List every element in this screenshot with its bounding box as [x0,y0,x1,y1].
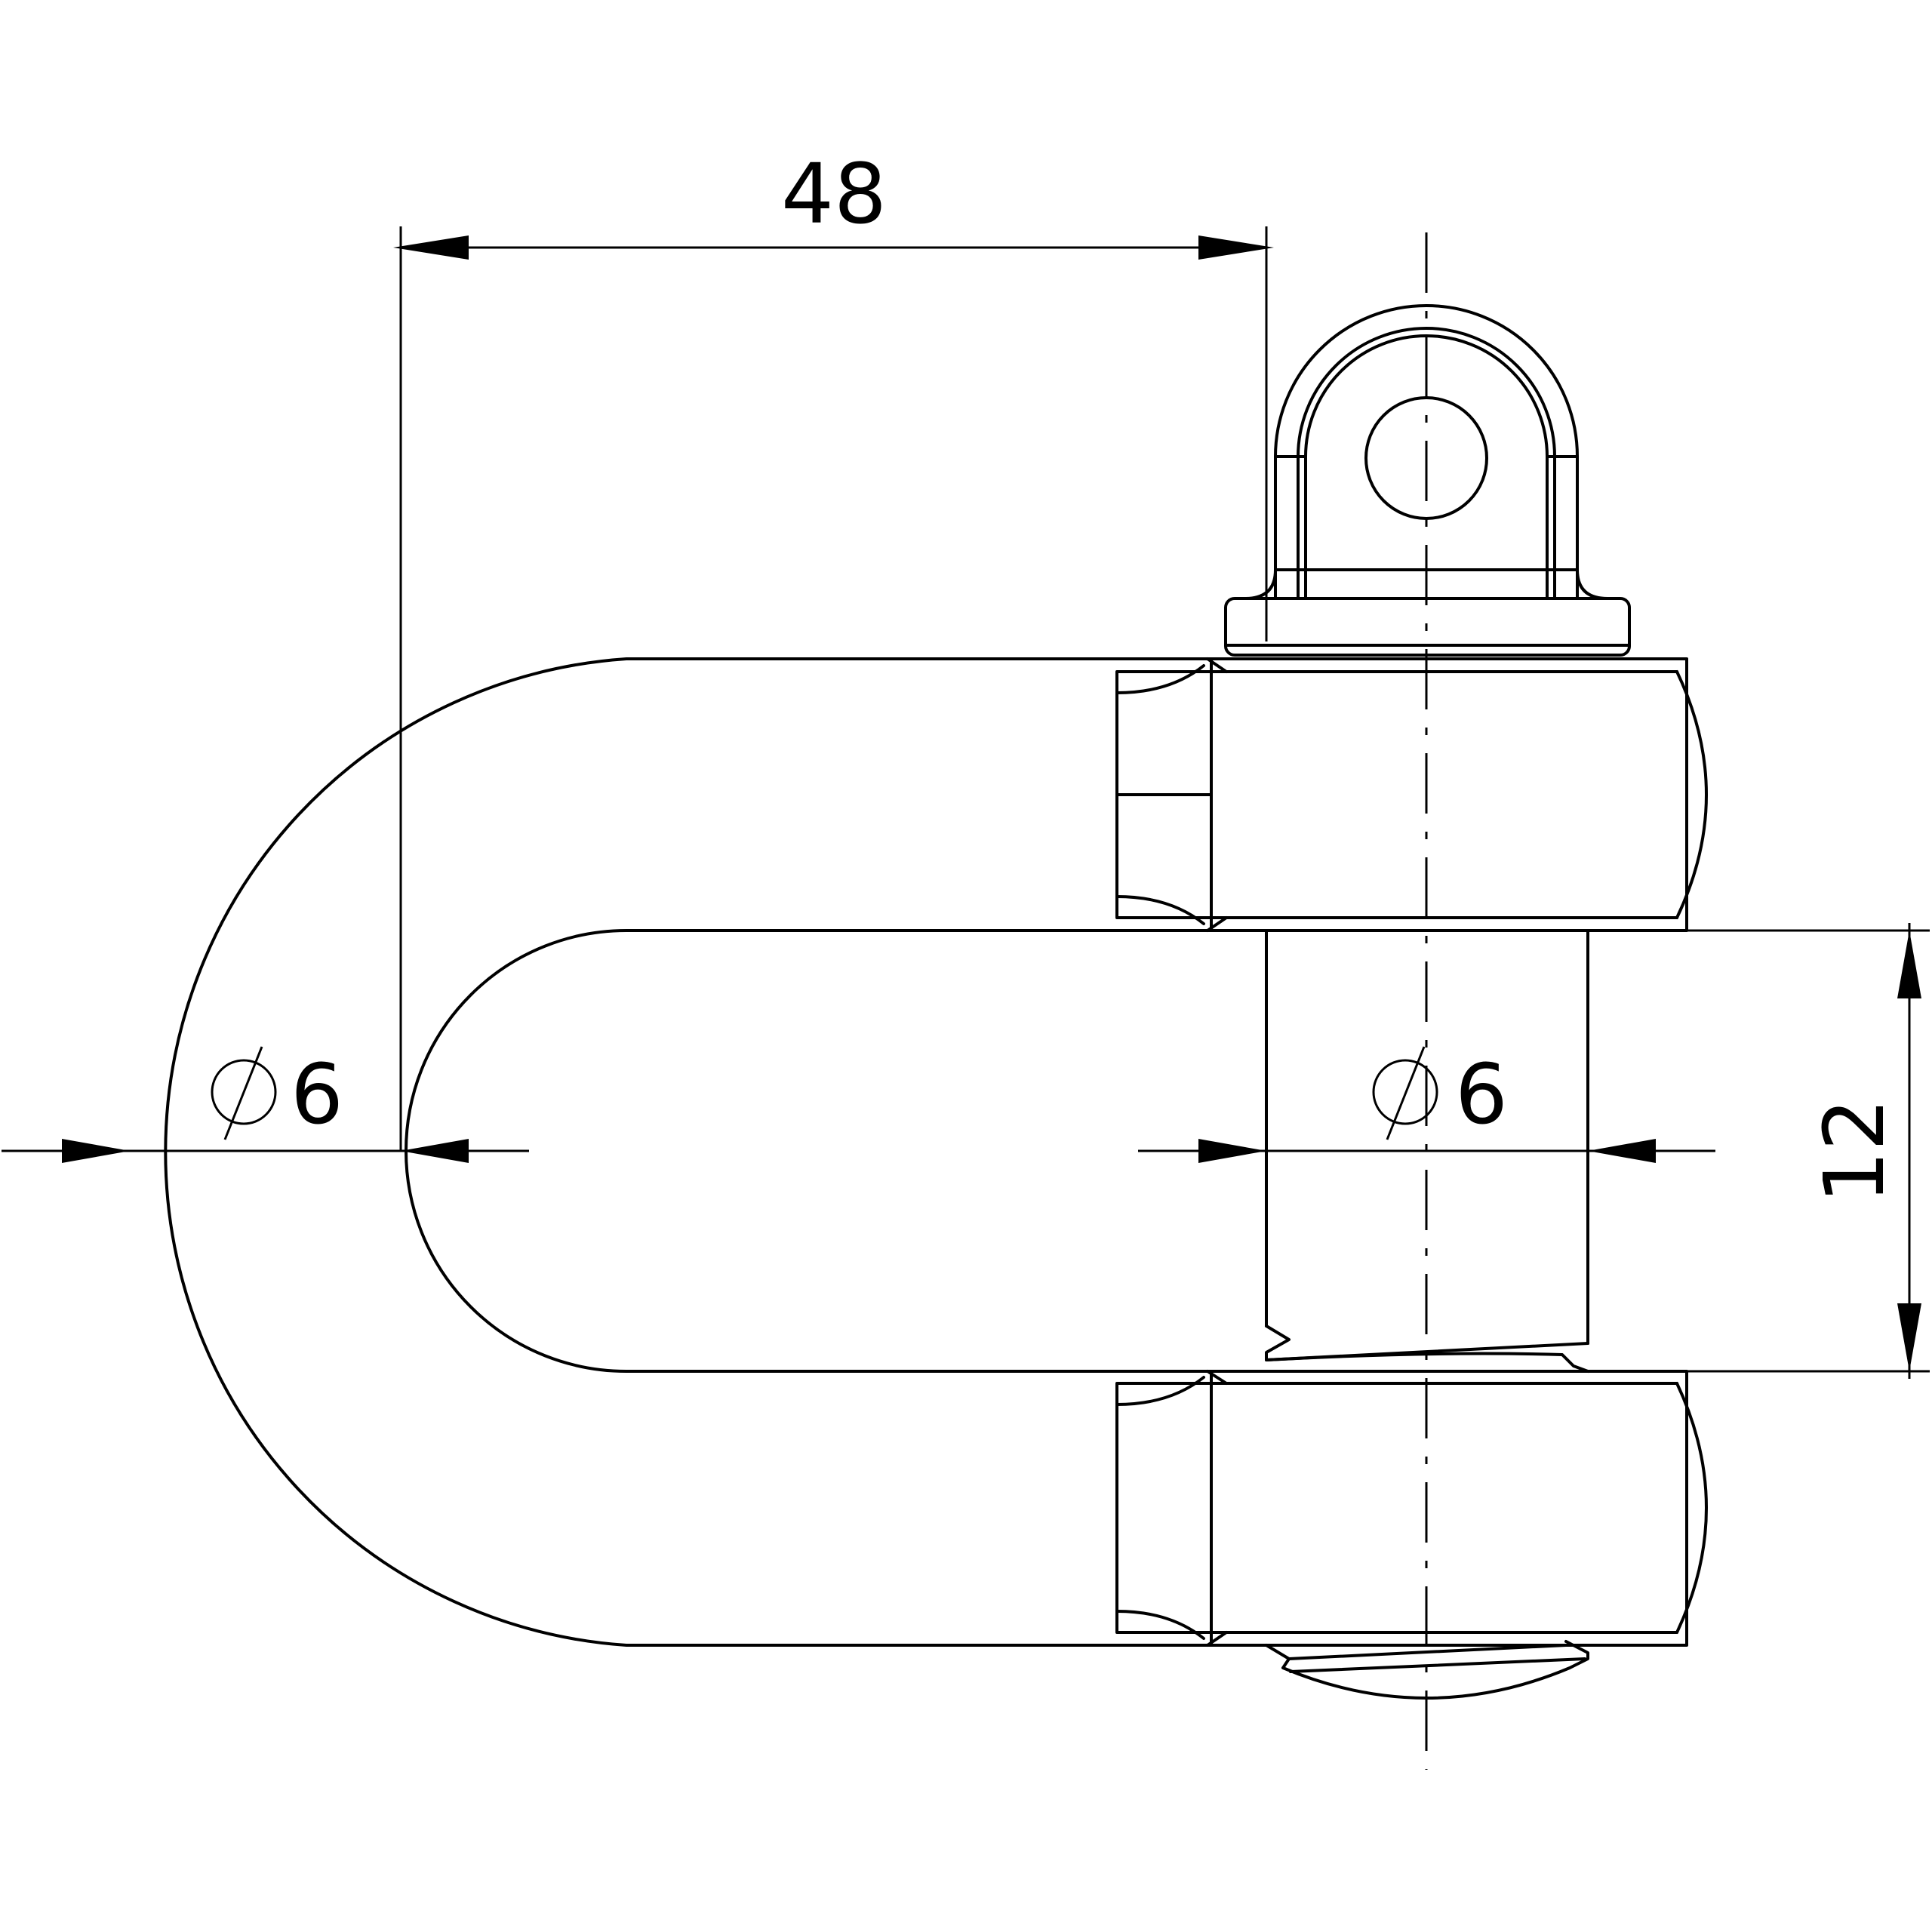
pin-head [1224,304,1631,657]
lower-eye-block [1210,1370,1688,1647]
dim-dia-right-label: 6 [1455,1046,1508,1143]
dim-width-48: 48 [393,146,1274,1151]
diameter-symbol-icon [1372,1046,1438,1140]
dim-dia-right: 6 [1138,1046,1715,1163]
dim-height-12-label: 12 [1806,1098,1903,1204]
upper-eye-block [1210,657,1688,932]
pin-threaded-end [1265,1640,1589,1700]
dim-dia-left-label: 6 [291,1046,343,1143]
pin-shaft [1265,929,1589,1700]
diameter-symbol-icon [211,1046,277,1140]
dim-height-12: 12 [1681,923,1930,1379]
upper-eye [1115,657,1708,932]
lower-eye [1115,1370,1708,1647]
pin-eye-hole [1364,396,1488,520]
dim-width-48-label: 48 [781,146,887,242]
dim-dia-left: 6 [2,1046,529,1163]
pin-eye-outer [1274,304,1579,600]
